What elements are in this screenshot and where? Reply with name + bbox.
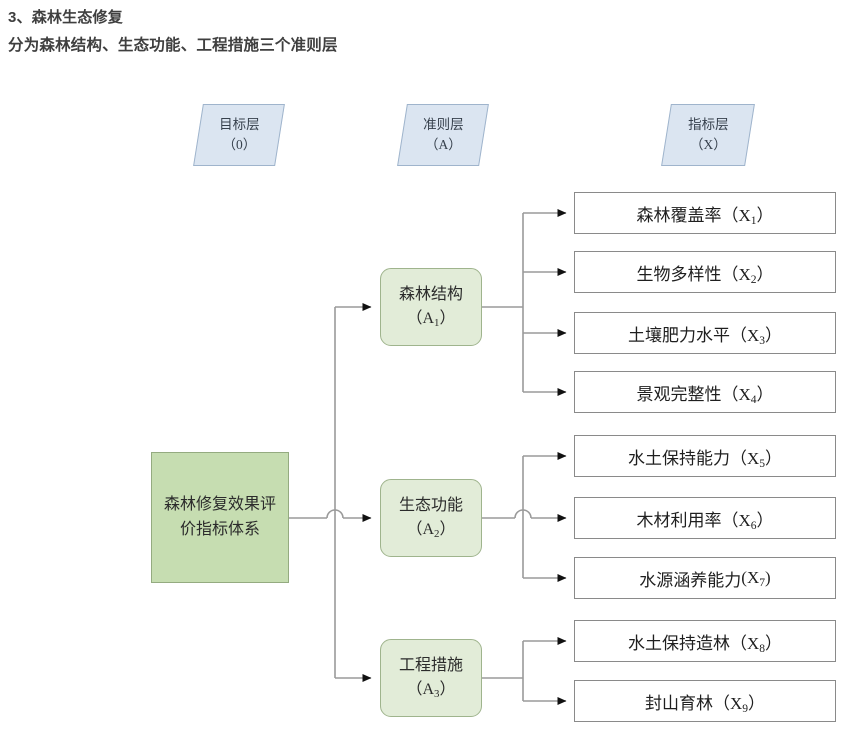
criteria-node-a1: 森林结构 （A1） [380, 268, 482, 346]
section-heading-secondary: 分为森林结构、生态功能、工程措施三个准则层 [8, 37, 338, 54]
indicator-box-x4: 景观完整性（X4） [574, 371, 836, 413]
indicator-box-x1-code: （X1） [721, 205, 774, 227]
layer-banner-goal-code: （0） [222, 137, 256, 152]
indicator-box-x7-title: 水源涵养能力 [639, 570, 742, 590]
indicator-box-x5-code: （X5） [729, 448, 783, 470]
indicator-box-x7-code: (X7) [741, 568, 771, 590]
criteria-node-a2-code: （A2） [406, 521, 456, 541]
indicator-box-x8: 水土保持造林（X8） [574, 620, 836, 662]
layer-banner-goal: 目标层 （0） [193, 104, 285, 166]
indicator-box-x3: 土壤肥力水平（X3） [574, 312, 836, 354]
indicator-box-x6: 木材利用率（X6） [574, 497, 836, 539]
indicator-box-x2-title: 生物多样性 [636, 264, 722, 284]
indicator-box-x8-code: （X8） [729, 633, 783, 655]
layer-banner-indicator-title: 指标层 [687, 117, 729, 133]
criteria-node-a1-text: 森林结构 （A1） [399, 283, 463, 331]
criteria-node-a1-title: 森林结构 [398, 286, 463, 303]
indicator-box-x3-code: （X3） [729, 325, 783, 347]
layer-banner-indicator-text: 指标层 （X） [688, 115, 729, 154]
criteria-node-a3-code: （A3） [406, 681, 456, 701]
indicator-box-x9: 封山育林（X9） [574, 680, 836, 722]
root-node-label: 森林修复效果评价指标体系 [163, 495, 276, 538]
indicator-box-x5-title: 水土保持能力 [627, 448, 730, 468]
edge-root-to-a2 [289, 509, 372, 522]
indicator-box-x8-title: 水土保持造林 [627, 633, 730, 653]
criteria-node-a2-title: 生态功能 [398, 497, 463, 514]
indicator-box-x5: 水土保持能力（X5） [574, 435, 836, 477]
indicator-box-x1-title: 森林覆盖率 [636, 205, 722, 225]
layer-banner-criteria: 准则层 （A） [397, 104, 489, 166]
indicator-box-x3-title: 土壤肥力水平 [627, 325, 730, 345]
criteria-node-a2: 生态功能 （A2） [380, 479, 482, 557]
criteria-node-a3-text: 工程措施 （A3） [399, 654, 463, 702]
layer-banner-goal-text: 目标层 （0） [219, 115, 260, 154]
indicator-box-x2: 生物多样性（X2） [574, 251, 836, 293]
indicator-box-x2-code: （X2） [721, 264, 774, 286]
layer-banner-criteria-code: （A） [424, 137, 462, 152]
indicator-box-x9-title: 封山育林 [644, 693, 713, 713]
layer-banner-indicator-code: （X） [689, 137, 727, 152]
indicator-box-x1: 森林覆盖率（X1） [574, 192, 836, 234]
indicator-box-x4-code: （X4） [721, 384, 774, 406]
layer-banner-criteria-title: 准则层 [422, 117, 464, 133]
indicator-box-x4-title: 景观完整性 [636, 384, 722, 404]
edge-a2-to-bus [482, 509, 567, 522]
criteria-node-a3: 工程措施 （A3） [380, 639, 482, 717]
indicator-box-x9-code: （X9） [712, 693, 766, 715]
indicator-box-x6-code: （X6） [721, 510, 774, 532]
indicator-box-x7: 水源涵养能力(X7) [574, 557, 836, 599]
indicator-box-x6-title: 木材利用率 [636, 510, 722, 530]
criteria-node-a2-text: 生态功能 （A2） [399, 494, 463, 542]
section-heading-primary: 3、森林生态修复 [8, 9, 123, 26]
layer-banner-goal-title: 目标层 [218, 117, 260, 133]
layer-banner-criteria-text: 准则层 （A） [423, 115, 464, 154]
criteria-node-a3-title: 工程措施 [398, 657, 463, 674]
root-node-goal: 森林修复效果评价指标体系 [151, 452, 289, 583]
criteria-node-a1-code: （A1） [406, 310, 456, 330]
layer-banner-indicator: 指标层 （X） [661, 104, 755, 166]
